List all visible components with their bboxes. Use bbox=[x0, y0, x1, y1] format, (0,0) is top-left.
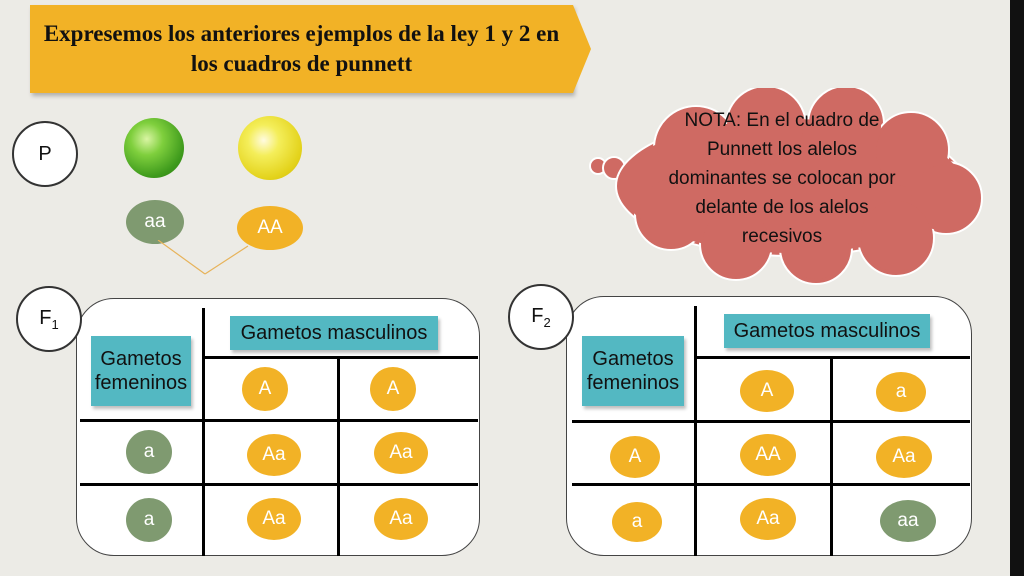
f1-female-header-line-1: Gametos bbox=[100, 348, 182, 370]
f1-cell-2-1: Aa bbox=[247, 498, 301, 540]
f2-male-header-text: Gametos masculinos bbox=[733, 319, 921, 342]
f1-female-header-line-2: femeninos bbox=[94, 372, 188, 394]
f2-male-gamete-2: a bbox=[876, 372, 926, 412]
f2-label-letter: F bbox=[531, 304, 544, 327]
f2-hline-3 bbox=[572, 483, 970, 486]
f2-male-gamete-1: A bbox=[740, 370, 794, 412]
generation-f1-label: F1 bbox=[39, 307, 58, 332]
yellow-pea-image bbox=[238, 116, 302, 180]
note-text: NOTA: En el cuadro de Punnett los alelos… bbox=[632, 106, 932, 251]
f1-label-sub: 1 bbox=[51, 316, 59, 332]
f2-cell-2-1-text: Aa bbox=[756, 508, 780, 529]
title-banner-fold bbox=[573, 5, 591, 93]
f1-male-header: Gametos masculinos bbox=[230, 316, 438, 350]
f1-male-gamete-2-text: A bbox=[386, 378, 400, 399]
f2-female-header-line-1: Gametos bbox=[592, 348, 674, 370]
f1-female-gamete-2-text: a bbox=[143, 509, 155, 530]
note-cloud bbox=[589, 88, 983, 285]
f2-female-gamete-2: a bbox=[612, 502, 662, 542]
right-edge-bar bbox=[1010, 0, 1024, 576]
generation-p-circle: P bbox=[12, 121, 78, 187]
generation-p-label: P bbox=[38, 142, 52, 165]
f2-hline-1 bbox=[696, 356, 970, 359]
f2-female-gamete-1-text: A bbox=[628, 446, 642, 467]
f1-cell-1-2: Aa bbox=[374, 432, 428, 474]
note-line-4: delante de los alelos bbox=[695, 197, 869, 218]
f1-male-gamete-1-text: A bbox=[258, 378, 272, 399]
f1-cell-2-2-text: Aa bbox=[389, 508, 413, 529]
f1-hline-1 bbox=[204, 356, 478, 359]
f2-vline-2 bbox=[830, 356, 833, 556]
f2-hline-2 bbox=[572, 420, 970, 423]
title-banner: Expresemos los anteriores ejemplos de la… bbox=[30, 5, 591, 93]
title-line-1: Expresemos los anteriores ejemplos de la… bbox=[43, 21, 560, 46]
f1-male-header-text: Gametos masculinos bbox=[240, 321, 428, 344]
f1-cell-1-1: Aa bbox=[247, 434, 301, 476]
title-line-2: los cuadros de punnett bbox=[190, 51, 413, 76]
f1-vline-1 bbox=[202, 308, 205, 556]
cross-connector-lines bbox=[157, 240, 249, 275]
f2-male-header: Gametos masculinos bbox=[724, 314, 930, 348]
parent-genotype-AA-text: AA bbox=[257, 217, 283, 238]
f2-cell-2-2-text: aa bbox=[897, 510, 919, 531]
f2-cell-1-2: Aa bbox=[876, 436, 932, 478]
f1-cell-2-1-text: Aa bbox=[262, 508, 286, 529]
f1-cell-1-2-text: Aa bbox=[389, 442, 413, 463]
f2-cell-2-1: Aa bbox=[740, 498, 796, 540]
f1-male-gamete-2: A bbox=[370, 367, 416, 411]
f2-label-sub: 2 bbox=[543, 314, 551, 330]
generation-f2-circle: F2 bbox=[508, 284, 574, 350]
f2-female-gamete-2-text: a bbox=[631, 511, 643, 532]
parent-genotype-aa-text: aa bbox=[144, 211, 166, 232]
generation-f2-label: F2 bbox=[531, 305, 550, 330]
parent-genotype-AA: AA bbox=[237, 206, 303, 250]
note-line-1: NOTA: En el cuadro de bbox=[684, 110, 880, 131]
f2-female-header-line-2: femeninos bbox=[586, 372, 680, 394]
f1-vline-2 bbox=[337, 356, 340, 556]
title-text: Expresemos los anteriores ejemplos de la… bbox=[30, 19, 573, 79]
generation-f1-circle: F1 bbox=[16, 286, 82, 352]
f1-female-gamete-2: a bbox=[126, 498, 172, 542]
f1-cell-2-2: Aa bbox=[374, 498, 428, 540]
f2-vline-1 bbox=[694, 306, 697, 556]
f2-male-gamete-2-text: a bbox=[895, 381, 907, 402]
note-line-2: Punnett los alelos bbox=[707, 139, 857, 160]
f1-label-letter: F bbox=[39, 306, 52, 329]
f2-cell-1-2-text: Aa bbox=[892, 446, 916, 467]
note-line-5: recesivos bbox=[741, 226, 823, 247]
f2-male-gamete-1-text: A bbox=[760, 380, 774, 401]
f1-female-gamete-1-text: a bbox=[143, 441, 155, 462]
f2-cell-2-2: aa bbox=[880, 500, 936, 542]
f1-hline-3 bbox=[80, 483, 478, 486]
green-pea-image bbox=[124, 118, 184, 178]
f1-cell-1-1-text: Aa bbox=[262, 444, 286, 465]
f2-female-gamete-1: A bbox=[610, 436, 660, 478]
parent-genotype-aa: aa bbox=[126, 200, 184, 244]
f1-female-gamete-1: a bbox=[126, 430, 172, 474]
note-line-3: dominantes se colocan por bbox=[668, 168, 896, 189]
f2-cell-1-1: AA bbox=[740, 434, 796, 476]
f1-hline-2 bbox=[80, 419, 478, 422]
f2-cell-1-1-text: AA bbox=[755, 444, 781, 465]
f1-male-gamete-1: A bbox=[242, 367, 288, 411]
